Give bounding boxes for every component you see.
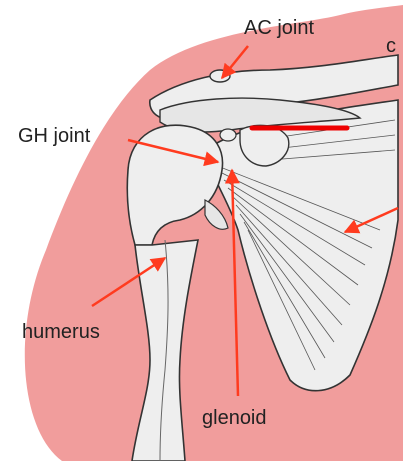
label-glenoid: glenoid	[202, 407, 267, 429]
label-humerus: humerus	[22, 321, 100, 343]
label-ac-joint: AC joint	[244, 17, 314, 39]
label-gh-joint: GH joint	[18, 125, 91, 147]
label-top-right-fragment: c	[386, 35, 396, 57]
coracoid-small	[220, 129, 236, 141]
